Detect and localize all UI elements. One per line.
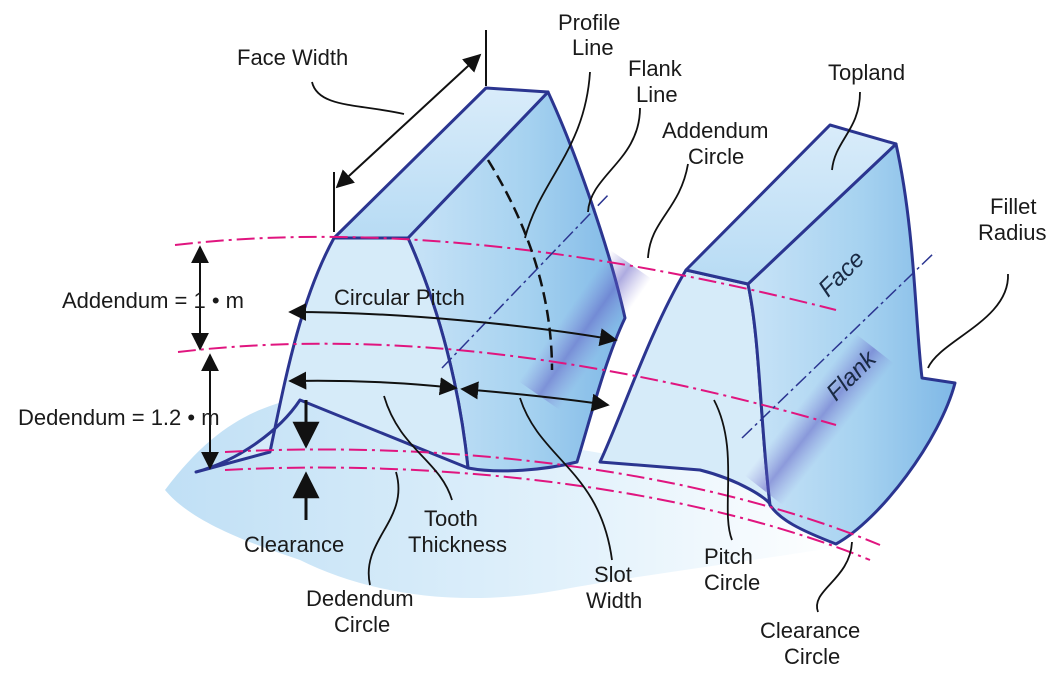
- clearance-circle-label-2: Circle: [784, 644, 840, 669]
- clearance-circle-leader: [816, 541, 853, 613]
- slot-width-dimension: [460, 381, 610, 412]
- leader-lines: [311, 71, 1009, 613]
- dedendum-circle-label-2: Circle: [334, 612, 390, 637]
- profile-line-label-2: Line: [572, 35, 614, 60]
- addendum-circle-label-2: Circle: [688, 144, 744, 169]
- topland-leader: [831, 91, 861, 171]
- slot-width-leader: [519, 397, 613, 561]
- clearance-circle-label-1: Clearance: [760, 618, 860, 643]
- addendum-circle-leader: [647, 163, 689, 259]
- fillet-radius-leader: [927, 273, 1009, 369]
- tooth-thickness-leader: [383, 395, 453, 501]
- labels: Face Width Profile Line Flank Line Adden…: [18, 10, 1046, 669]
- right-flank-stripe: [744, 333, 894, 506]
- fillet-radius-label-2: Radius: [978, 220, 1046, 245]
- slot-width-label-2: Width: [586, 588, 642, 613]
- dedendum-label: Dedendum = 1.2 • m: [18, 405, 220, 430]
- circular-pitch-label: Circular Pitch: [334, 285, 465, 310]
- flank-axis-line-left: [441, 192, 611, 369]
- pitch-circle-label-2: Circle: [704, 570, 760, 595]
- circular-pitch-dimension: [288, 303, 618, 347]
- tooth-thickness-label-2: Thickness: [408, 532, 507, 557]
- profile-dashed-line: [486, 159, 554, 371]
- addendum-circle-line: [174, 235, 837, 311]
- flank-line-label-1: Flank: [628, 56, 683, 81]
- clearance-label: Clearance: [244, 532, 344, 557]
- base-shadow: [165, 400, 850, 599]
- addendum-circle-label-1: Addendum: [662, 118, 768, 143]
- fillet-radius-label-1: Fillet: [990, 194, 1036, 219]
- face-width-dimension: [335, 53, 482, 189]
- tooth-thickness-label-1: Tooth: [424, 506, 478, 531]
- dedendum-circle-leader: [367, 471, 400, 586]
- dimension-lines: [191, 30, 618, 520]
- dedendum-circle-line: [224, 448, 881, 546]
- profile-line-label-1: Profile: [558, 10, 620, 35]
- pitch-circle-line: [177, 342, 837, 426]
- clearance-circle-line: [224, 466, 871, 561]
- addendum-label: Addendum = 1 • m: [62, 288, 244, 313]
- tooth-thickness-dimension: [288, 371, 458, 396]
- reference-circles: [174, 235, 881, 561]
- flank-line-leader: [587, 107, 641, 213]
- profile-line-leader: [524, 71, 591, 239]
- dedendum-circle-label-1: Dedendum: [306, 586, 414, 611]
- face-width-label: Face Width: [237, 45, 348, 70]
- pitch-circle-label-1: Pitch: [704, 544, 753, 569]
- flank-line-label-2: Line: [636, 82, 678, 107]
- slot-width-label-1: Slot: [594, 562, 632, 587]
- flank-axis-line-right: [741, 251, 936, 439]
- right-tooth-topland: [684, 123, 898, 286]
- face-width-leader: [311, 81, 405, 115]
- topland-label: Topland: [828, 60, 905, 85]
- pitch-circle-leader: [713, 399, 733, 541]
